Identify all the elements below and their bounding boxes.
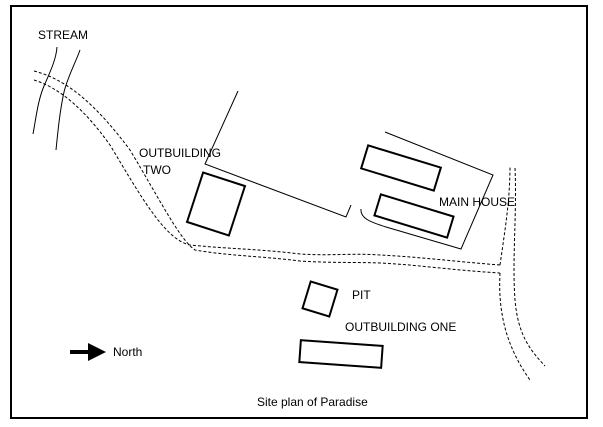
north-indicator: North <box>70 343 142 361</box>
enclosure-main-house <box>360 131 494 250</box>
label-outbuilding-two-line2: TWO <box>143 163 171 177</box>
track-edge-south <box>33 79 501 266</box>
main-house-block-south <box>373 193 455 239</box>
track <box>33 70 546 381</box>
label-north: North <box>113 345 142 359</box>
fence-outbuilding-two <box>204 90 352 218</box>
main-house-block-north <box>359 144 443 192</box>
outbuilding-one-footprint <box>298 339 384 369</box>
track-branch-east-a <box>499 165 511 266</box>
label-main-house: MAIN HOUSE <box>439 195 515 209</box>
label-outbuilding-two-line1: OUTBUILDING <box>139 146 221 160</box>
outbuilding-two-footprint <box>185 171 247 237</box>
stream-bank-east <box>55 49 81 151</box>
track-branch-south-b <box>513 167 546 367</box>
track-edge-north <box>33 70 501 274</box>
fence-line-west <box>204 90 352 218</box>
arrow-right-icon <box>70 343 106 361</box>
label-stream: STREAM <box>38 28 88 42</box>
map-caption: Site plan of Paradise <box>257 395 368 409</box>
pit-footprint <box>301 280 339 318</box>
enclosure-line <box>360 131 494 250</box>
label-pit: PIT <box>352 288 371 302</box>
stream-bank-west <box>32 46 58 135</box>
stream <box>32 46 81 151</box>
track-branch-south-a <box>499 272 531 381</box>
label-outbuilding-one: OUTBUILDING ONE <box>345 320 456 334</box>
map-frame <box>10 5 588 419</box>
